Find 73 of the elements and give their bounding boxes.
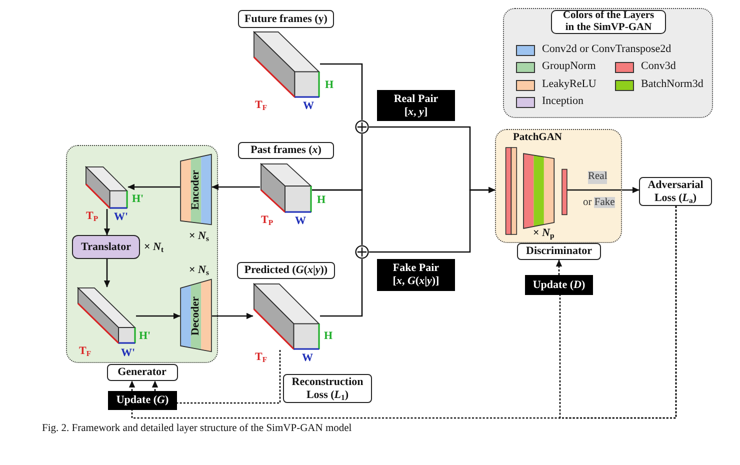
connector-line bbox=[320, 259, 363, 317]
connector-line bbox=[312, 189, 363, 245]
legend-label: Conv3d bbox=[641, 60, 676, 74]
connector-line bbox=[320, 63, 363, 120]
dotted-arrow bbox=[556, 260, 562, 275]
dotted-connector-line bbox=[131, 206, 677, 419]
label-box: Past frames (x) bbox=[238, 142, 334, 159]
cuboid-illustration bbox=[253, 283, 320, 350]
plus-circle-icon bbox=[355, 120, 369, 134]
legend-label: Conv2d or ConvTranspose2d bbox=[542, 43, 672, 56]
dimension-label: T$_{F}$ bbox=[79, 345, 92, 358]
dimension-label: H' bbox=[132, 193, 144, 206]
text-line: Real Pair bbox=[394, 92, 438, 106]
arrow bbox=[104, 259, 110, 288]
dimension-label: H bbox=[317, 194, 326, 206]
label-box bbox=[377, 259, 455, 291]
dotted-connector-line bbox=[177, 350, 281, 404]
plus-circle-icon bbox=[355, 245, 369, 259]
panel-label: Generator bbox=[106, 364, 178, 381]
legend-title: Colors of the Layers in the SimVP-GAN bbox=[551, 10, 666, 34]
class-label: Real bbox=[588, 171, 608, 184]
arrow bbox=[622, 186, 640, 194]
arrow bbox=[104, 209, 110, 236]
dimension-label: W bbox=[302, 352, 313, 364]
repeat-label: × N$_{t}$ bbox=[144, 241, 164, 254]
arrow bbox=[128, 184, 180, 190]
label-box: Future frames (y) bbox=[238, 10, 334, 28]
process-box: Translator bbox=[72, 235, 140, 259]
repeat-label: × N$_{s}$ bbox=[189, 264, 209, 276]
arrow bbox=[136, 312, 180, 320]
decoder-block bbox=[180, 278, 212, 353]
dimension-label: T$_{P}$ bbox=[86, 210, 98, 222]
text-line: [x, y] bbox=[404, 106, 428, 118]
cuboid-illustration bbox=[77, 287, 136, 344]
dimension-label: T$_{F}$ bbox=[255, 351, 268, 364]
dimension-label: W' bbox=[114, 211, 128, 224]
legend-label: Inception bbox=[542, 95, 584, 108]
cuboid-illustration bbox=[85, 166, 128, 209]
block-label: Decoder bbox=[190, 296, 202, 336]
caption: Fig. 2. Framework and detailed layer structure of the SimVP-GAN model bbox=[42, 423, 352, 434]
update-box: Update (D) bbox=[525, 275, 593, 295]
dimension-label: H bbox=[324, 330, 333, 342]
cuboid-illustration bbox=[260, 163, 312, 213]
legend-label: LeakyReLU bbox=[542, 78, 596, 92]
legend-label: GroupNorm bbox=[542, 60, 596, 74]
dimension-label: W bbox=[303, 100, 314, 112]
repeat-label: × N$_{p}$ bbox=[533, 227, 554, 240]
update-box: Update (G) bbox=[108, 391, 177, 410]
block-label: Encoder bbox=[190, 170, 202, 210]
arrow bbox=[212, 312, 254, 320]
dotted-arrow bbox=[128, 380, 136, 391]
arrow bbox=[212, 184, 260, 190]
dimension-label: W' bbox=[121, 347, 136, 360]
loss-box: Reconstruction Loss (L$_{1}$) bbox=[283, 374, 372, 403]
text-line: Fake Pair bbox=[392, 262, 440, 275]
text-line: [x, G(x|y)] bbox=[392, 275, 440, 288]
arrow bbox=[369, 186, 496, 253]
dotted-arrow bbox=[152, 380, 158, 391]
dimension-label: H' bbox=[139, 330, 151, 342]
cuboid-illustration bbox=[253, 31, 320, 98]
dimension-label: T$_{F}$ bbox=[255, 99, 268, 112]
label-box bbox=[377, 90, 455, 121]
class-label: or Fake bbox=[583, 197, 615, 210]
repeat-label: × N$_{s}$ bbox=[189, 230, 209, 242]
panel-title: PatchGAN bbox=[513, 132, 562, 145]
encoder-block bbox=[180, 153, 212, 226]
panel-label: Discriminator bbox=[517, 243, 601, 260]
dimension-label: T$_{P}$ bbox=[261, 214, 274, 226]
legend-label: BatchNorm3d bbox=[641, 78, 704, 92]
dimension-label: W bbox=[295, 215, 306, 228]
dimension-label: H bbox=[325, 79, 334, 92]
loss-box: Adversarial Loss (L$_{a}$) bbox=[639, 177, 712, 206]
label-box: Predicted (G(x|y)) bbox=[237, 262, 335, 279]
